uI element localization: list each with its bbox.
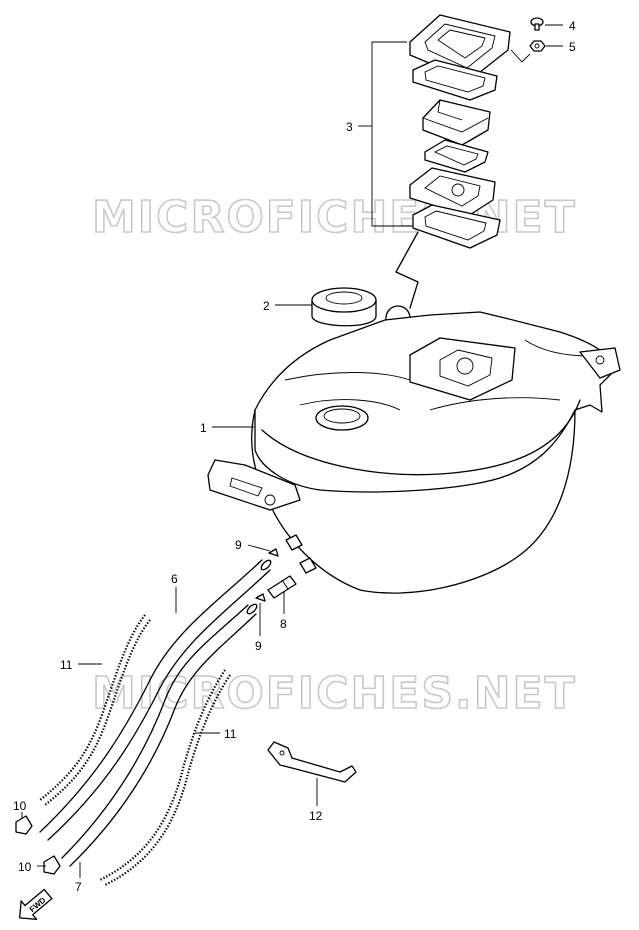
callout-2: 2 (263, 299, 270, 313)
hose-clamp-upper (15, 815, 33, 835)
hose-guide-bracket (267, 741, 357, 783)
watermark-bottom: MICROFICHES.NET (92, 668, 577, 719)
callout-7: 7 (75, 880, 82, 894)
callout-10-upper: 10 (13, 799, 27, 813)
callout-8: 8 (280, 617, 287, 631)
screw-part (530, 17, 544, 31)
callout-1: 1 (200, 421, 207, 435)
nut-part (529, 40, 546, 52)
callout-10-lower: 10 (18, 860, 32, 874)
callout-12: 12 (309, 809, 323, 823)
hose-clamp-lower (43, 855, 61, 875)
watermark-top: MICROFICHES.NET (92, 192, 577, 243)
fuel-tank (207, 311, 621, 594)
callout-4: 4 (569, 19, 576, 33)
callout-11-right: 11 (224, 727, 237, 741)
hose-clip-lower (255, 593, 266, 602)
callout-5: 5 (569, 40, 576, 54)
hose-protector-spring-right (99, 669, 231, 886)
callout-11-left: 11 (60, 658, 73, 672)
fuel-hose-6 (39, 559, 272, 841)
fuel-cap (311, 287, 377, 327)
fuel-gauge-assembly (385, 14, 511, 331)
callout-9-upper: 9 (235, 538, 242, 552)
callout-3: 3 (346, 120, 353, 134)
callout-6: 6 (171, 572, 178, 586)
callout-9-lower: 9 (255, 639, 262, 653)
forward-arrow-icon: FWD (19, 888, 53, 920)
fuel-hose-7 (61, 603, 258, 867)
hose-connector (267, 575, 297, 599)
hose-clip-upper (268, 548, 279, 557)
